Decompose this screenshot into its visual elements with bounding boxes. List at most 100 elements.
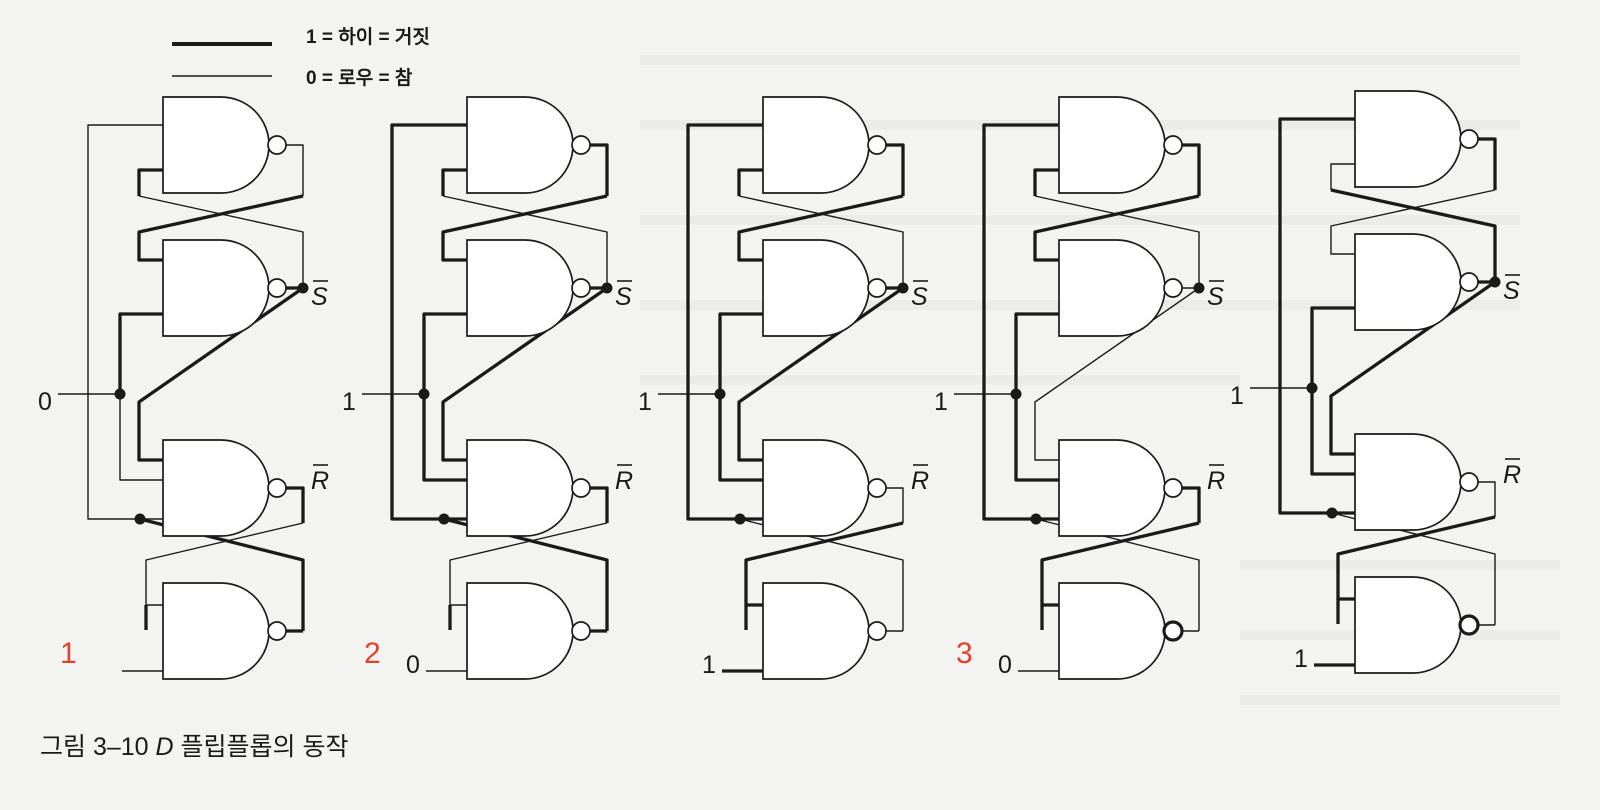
data-junction bbox=[114, 388, 126, 400]
inverter-bubble bbox=[571, 278, 591, 298]
legend-low-label: 0 = 로우 = 참 bbox=[306, 67, 413, 89]
legend: 1 = 하이 = 거짓 0 = 로우 = 참 bbox=[172, 26, 430, 89]
nand-gate-top bbox=[1354, 90, 1479, 188]
inverter-bubble bbox=[1163, 278, 1183, 298]
inverter-bubble bbox=[867, 278, 887, 298]
caption-suffix: 플립플롭의 동작 bbox=[174, 733, 349, 761]
nand-gate-s bbox=[1058, 239, 1183, 337]
data-input-label: 1 bbox=[342, 388, 356, 416]
gate-r-output bbox=[590, 486, 609, 523]
output-r-label: R bbox=[1207, 464, 1225, 495]
clock-input-label: 0 bbox=[406, 651, 420, 679]
caption-italic: D bbox=[156, 733, 174, 761]
clock-bus-left bbox=[686, 123, 763, 521]
data-input-label: 1 bbox=[934, 388, 948, 416]
output-r-label-text: R bbox=[311, 467, 329, 495]
data-input-label: 1 bbox=[638, 388, 652, 416]
inverter-bubble bbox=[571, 478, 591, 498]
inverter-bubble bbox=[267, 278, 287, 298]
top-feedback-left bbox=[1330, 163, 1355, 190]
nand-gate-bottom bbox=[466, 582, 591, 680]
top-cross-2 bbox=[1330, 188, 1497, 282]
top-cross-2 bbox=[442, 195, 608, 288]
top-feedback-left bbox=[1033, 168, 1059, 196]
clock-junction bbox=[438, 513, 450, 525]
data-to-gate-s bbox=[422, 312, 467, 394]
gate-r-output bbox=[1478, 481, 1496, 517]
step-number: 3 bbox=[956, 637, 973, 670]
output-s-label: S bbox=[615, 280, 632, 311]
output-s-label: S bbox=[1503, 274, 1520, 305]
output-s-label-text: S bbox=[1207, 283, 1224, 311]
output-s-label: S bbox=[1207, 280, 1224, 311]
nand-gate-s bbox=[466, 239, 591, 337]
top-feedback-right bbox=[886, 143, 905, 196]
data-to-gate-r bbox=[718, 394, 763, 482]
inverter-bubble bbox=[267, 135, 287, 155]
top-cross-2 bbox=[138, 195, 304, 288]
nand-gate-r bbox=[162, 439, 287, 537]
top-feedback-left bbox=[441, 168, 467, 196]
clock-bus-left bbox=[982, 123, 1059, 521]
data-to-gate-r bbox=[1310, 388, 1355, 476]
output-s-label: S bbox=[311, 280, 328, 311]
bottom-cross-2 bbox=[744, 521, 904, 607]
nand-gate-top bbox=[466, 96, 591, 194]
inverter-bubble bbox=[867, 621, 887, 641]
clock-junction bbox=[1030, 513, 1042, 525]
bottom-cross-2 bbox=[449, 522, 608, 606]
data-junction bbox=[1306, 382, 1318, 394]
data-junction bbox=[714, 388, 726, 400]
output-r-label: R bbox=[615, 464, 633, 495]
top-feedback-left bbox=[737, 168, 763, 196]
output-r-label-text: R bbox=[1207, 467, 1225, 495]
data-to-gate-s bbox=[1310, 306, 1355, 388]
data-input-label: 0 bbox=[38, 388, 52, 416]
output-to-lower bbox=[737, 286, 904, 462]
inverter-bubble bbox=[571, 135, 591, 155]
step-number: 1 bbox=[60, 637, 77, 670]
clock-junction bbox=[134, 513, 146, 525]
clock-bus-left bbox=[390, 123, 467, 521]
figure-caption: 그림 3–10 D 플립플롭의 동작 bbox=[40, 733, 348, 761]
inverter-bubble bbox=[1163, 135, 1183, 155]
clock-junction bbox=[734, 513, 746, 525]
bottom-cross-2 bbox=[145, 522, 304, 606]
inverter-bubble bbox=[867, 135, 887, 155]
panel-1: 0 S R 1 bbox=[38, 96, 329, 680]
nand-gate-r bbox=[466, 439, 591, 537]
output-r-label-text: R bbox=[1503, 461, 1521, 489]
top-cross-2 bbox=[1034, 195, 1200, 288]
legend-high-label: 1 = 하이 = 거짓 bbox=[306, 26, 430, 48]
data-to-gate-r bbox=[422, 394, 467, 482]
top-feedback-right bbox=[590, 143, 609, 196]
clock-input-label: 1 bbox=[702, 651, 716, 679]
output-s-label-text: S bbox=[311, 283, 328, 311]
nand-gate-top bbox=[1058, 96, 1183, 194]
nand-gate-s bbox=[1354, 233, 1479, 331]
inverter-bubble bbox=[571, 621, 591, 641]
inverter-bubble bbox=[1458, 614, 1480, 636]
inverter-bubble bbox=[267, 621, 287, 641]
output-to-lower bbox=[137, 286, 304, 462]
caption-prefix: 그림 3–10 bbox=[40, 733, 156, 761]
output-r-label-text: R bbox=[911, 467, 929, 495]
nand-gate-r bbox=[1354, 433, 1479, 531]
clock-input-label: 0 bbox=[998, 651, 1012, 679]
inverter-bubble bbox=[267, 478, 287, 498]
top-feedback-left bbox=[137, 168, 163, 196]
bottom-cross-2 bbox=[1040, 521, 1200, 607]
output-s-junction bbox=[601, 282, 613, 294]
nand-gate-bottom bbox=[1354, 576, 1480, 674]
gate-r-output bbox=[1182, 486, 1201, 523]
inverter-bubble bbox=[1162, 620, 1184, 642]
output-to-lower bbox=[1329, 280, 1496, 456]
output-r-label: R bbox=[311, 464, 329, 495]
inverter-bubble bbox=[1459, 472, 1479, 492]
output-to-lower bbox=[1034, 287, 1200, 461]
inverter-bubble bbox=[867, 478, 887, 498]
